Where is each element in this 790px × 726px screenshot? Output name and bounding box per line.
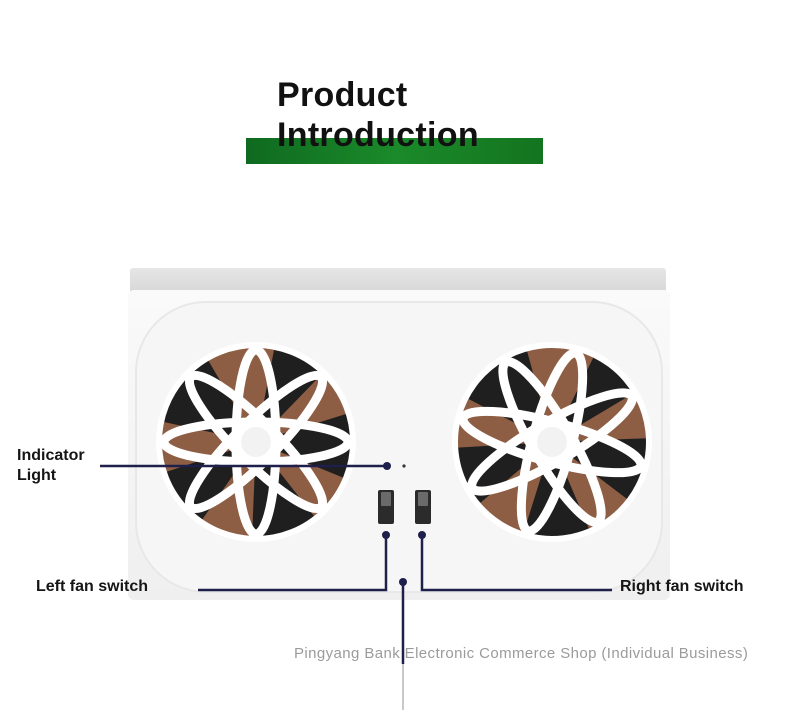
title-line-2: Introduction xyxy=(277,116,479,154)
title-line-1: Product xyxy=(277,76,408,114)
shop-watermark: Pingyang Bank Electronic Commerce Shop (… xyxy=(294,645,749,662)
indicator-light-label: Indicator Light xyxy=(17,447,85,484)
product-image xyxy=(128,268,670,600)
title-accent-bar xyxy=(246,138,543,164)
page-title: Product Introduction xyxy=(246,74,546,166)
right-fan-switch-label: Right fan switch xyxy=(620,578,744,595)
left-fan-switch-label: Left fan switch xyxy=(36,578,149,595)
